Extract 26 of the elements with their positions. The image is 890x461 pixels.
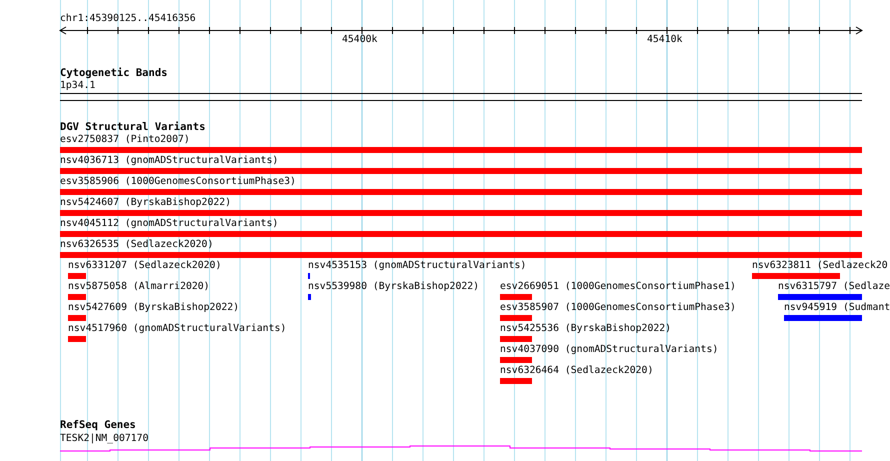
tick-label: 45400k xyxy=(342,34,378,46)
variant-label: nsv5875058 (Almarri2020) xyxy=(68,281,210,293)
tick-label: 45410k xyxy=(647,34,682,46)
variant-label: nsv945919 (Sudmant xyxy=(784,302,890,314)
variant-label: nsv4535153 (gnomADStructuralVariants) xyxy=(308,260,526,272)
variant-label: nsv5424607 (ByrskaBishop2022) xyxy=(60,197,232,209)
variant-label: nsv6315797 (Sedlaze xyxy=(778,281,890,293)
variant-label: nsv5539980 (ByrskaBishop2022) xyxy=(308,281,480,293)
variant-label: nsv6331207 (Sedlazeck2020) xyxy=(68,260,222,272)
variant-label: esv3585907 (1000GenomesConsortiumPhase3) xyxy=(500,302,736,314)
variant-label: nsv4037090 (gnomADStructuralVariants) xyxy=(500,344,718,356)
variant-label: esv2750837 (Pinto2007) xyxy=(60,134,190,146)
variant-label: nsv4517960 (gnomADStructuralVariants) xyxy=(68,323,286,335)
variant-label: nsv5425536 (ByrskaBishop2022) xyxy=(500,323,672,335)
variant-label: nsv6323811 (Sedlazeck20 xyxy=(752,260,888,272)
gene-label: TESK2|NM_007170 xyxy=(60,433,148,445)
variant-label: nsv4045112 (gnomADStructuralVariants) xyxy=(60,218,278,230)
variant-label: nsv6326535 (Sedlazeck2020) xyxy=(60,239,214,251)
variant-label: nsv5427609 (ByrskaBishop2022) xyxy=(68,302,240,314)
variant-label: esv2669051 (1000GenomesConsortiumPhase1) xyxy=(500,281,736,293)
coordinate-label: chr1:45390125..45416356 xyxy=(60,13,196,25)
variant-label: nsv4036713 (gnomADStructuralVariants) xyxy=(60,155,278,167)
track-heading: DGV Structural Variants xyxy=(60,121,206,133)
variant-label: nsv6326464 (Sedlazeck2020) xyxy=(500,365,654,377)
variant-label: esv3585906 (1000GenomesConsortiumPhase3) xyxy=(60,176,296,188)
band-label: 1p34.1 xyxy=(60,80,96,92)
